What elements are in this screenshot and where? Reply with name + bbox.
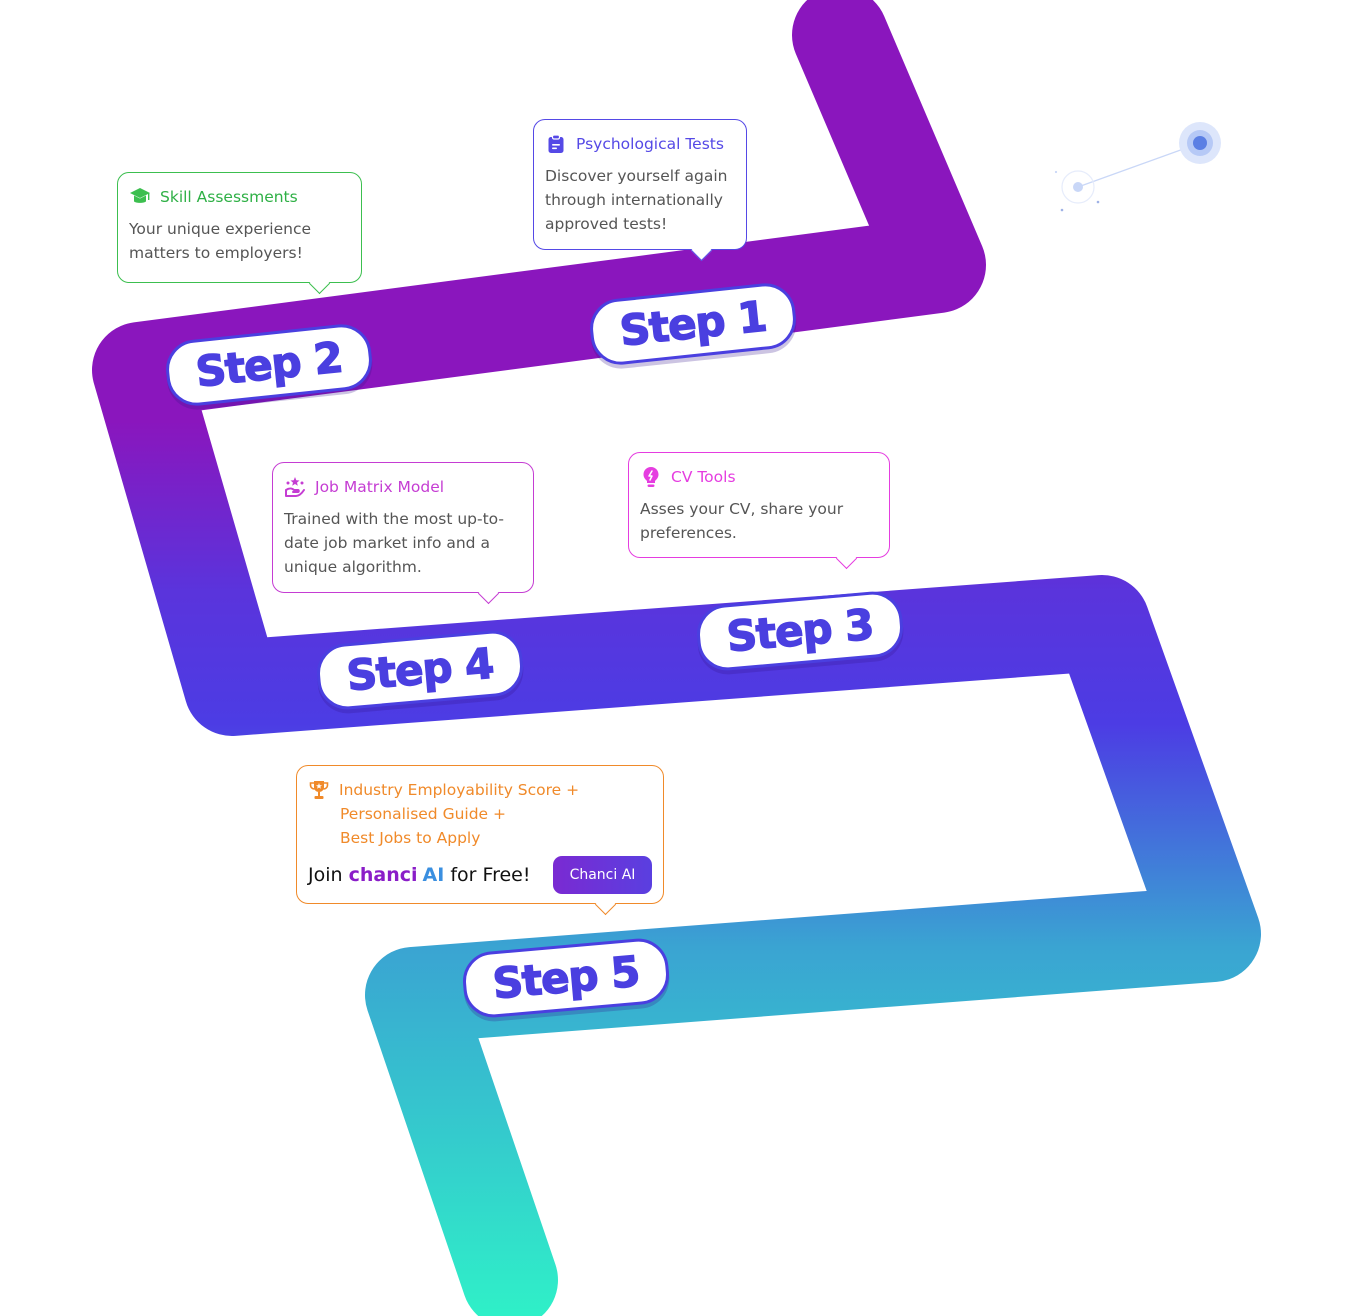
cv-tools-text: Asses your CV, share your preferences. bbox=[640, 500, 844, 542]
step-1-label: Step 1 bbox=[617, 291, 769, 356]
cv-tools-card: CV Tools Asses your CV, share your prefe… bbox=[628, 452, 890, 558]
final-line-2: Personalised Guide + bbox=[340, 805, 507, 823]
hand-stars-icon bbox=[284, 476, 306, 498]
graduation-cap-icon bbox=[129, 186, 151, 208]
skill-assessments-title: Skill Assessments bbox=[160, 188, 298, 206]
step-3-label: Step 3 bbox=[724, 599, 876, 662]
chanci-ai-button[interactable]: Chanci AI bbox=[553, 856, 652, 894]
final-line-3: Best Jobs to Apply bbox=[340, 829, 481, 847]
job-matrix-model-text: Trained with the most up-to-date job mar… bbox=[284, 510, 505, 576]
brand-name-chanci: chanci bbox=[348, 864, 418, 886]
psychological-tests-title: Psychological Tests bbox=[576, 135, 724, 153]
step-2-label: Step 2 bbox=[193, 332, 345, 397]
final-result-card: Industry Employability Score + Personali… bbox=[296, 765, 664, 904]
final-line-1: Industry Employability Score + bbox=[339, 781, 580, 799]
job-matrix-model-card: Job Matrix Model Trained with the most u… bbox=[272, 462, 534, 593]
job-matrix-model-title: Job Matrix Model bbox=[315, 478, 445, 496]
cv-tools-title: CV Tools bbox=[671, 468, 736, 486]
psychological-tests-card: Psychological Tests Discover yourself ag… bbox=[533, 119, 747, 250]
join-prefix: Join bbox=[308, 864, 343, 886]
skill-assessments-card: Skill Assessments Your unique experience… bbox=[117, 172, 362, 283]
brand-name-ai: AI bbox=[422, 864, 445, 886]
join-suffix: for Free! bbox=[450, 864, 531, 886]
trophy-icon bbox=[308, 779, 330, 801]
clipboard-icon bbox=[545, 133, 567, 155]
skill-assessments-text: Your unique experience matters to employ… bbox=[129, 220, 312, 262]
lightbulb-icon bbox=[640, 466, 662, 488]
step-4-label: Step 4 bbox=[344, 638, 496, 701]
decorative-nodes bbox=[1054, 122, 1221, 212]
step-5-label: Step 5 bbox=[490, 946, 642, 1009]
psychological-tests-text: Discover yourself again through internat… bbox=[545, 167, 728, 233]
